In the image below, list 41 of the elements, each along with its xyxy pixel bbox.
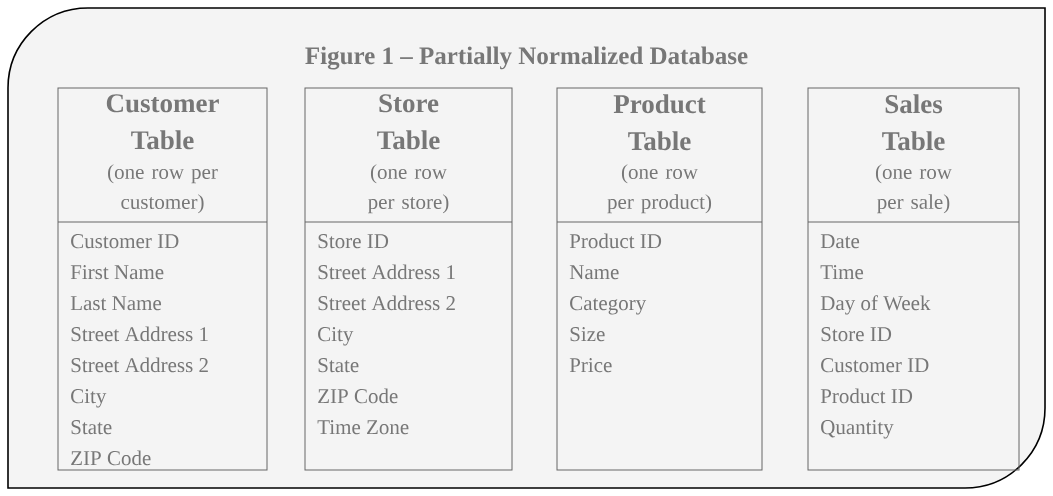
field-name: Time Zone [317, 420, 409, 435]
table-subtitle: (one row per store) [368, 164, 449, 214]
field-name: Product ID [569, 233, 662, 249]
field-name: Store ID [318, 234, 389, 249]
field-name: Day of Week [820, 295, 931, 315]
table-heading: Sales Table [882, 94, 945, 151]
field-name: Category [570, 296, 647, 315]
figure-title: Figure 1 – Partially Normalized Database [305, 46, 748, 70]
field-name: Street Address 1 [318, 264, 455, 280]
table [556, 87, 763, 471]
field-name: Customer ID [821, 358, 929, 373]
field-name: Street Address 1 [71, 326, 208, 342]
table-subtitle: (one row per product) [607, 164, 712, 214]
table [57, 87, 268, 471]
field-name: Date [820, 234, 860, 249]
field-name: First Name [70, 265, 164, 280]
table-subtitle: (one row per customer) [108, 164, 218, 214]
field-name: Size [570, 327, 605, 342]
field-name: State [318, 358, 359, 373]
field-name: Last Name [70, 296, 162, 311]
field-name: Product ID [820, 388, 913, 404]
field-name: Store ID [821, 327, 892, 342]
table [807, 87, 1020, 471]
field-name: Time [820, 265, 864, 280]
field-name: Price [569, 358, 612, 373]
table-subtitle: (one row per sale) [875, 164, 952, 214]
field-name: Name [569, 265, 619, 280]
field-name: Quantity [821, 420, 894, 439]
field-name: ZIP Code [71, 450, 151, 466]
field-name: Street Address 2 [71, 357, 208, 373]
table-heading: Store Table [377, 94, 440, 150]
table [304, 87, 513, 471]
field-name: City [71, 389, 107, 408]
field-name: City [318, 327, 354, 346]
field-name: Customer ID [71, 234, 179, 249]
panel [7, 7, 1046, 489]
table-heading: Customer Table [106, 94, 219, 150]
field-name: Street Address 2 [318, 295, 455, 311]
field-name: State [71, 420, 112, 435]
field-name: ZIP Code [318, 388, 398, 404]
table-heading: Product Table [613, 94, 706, 151]
